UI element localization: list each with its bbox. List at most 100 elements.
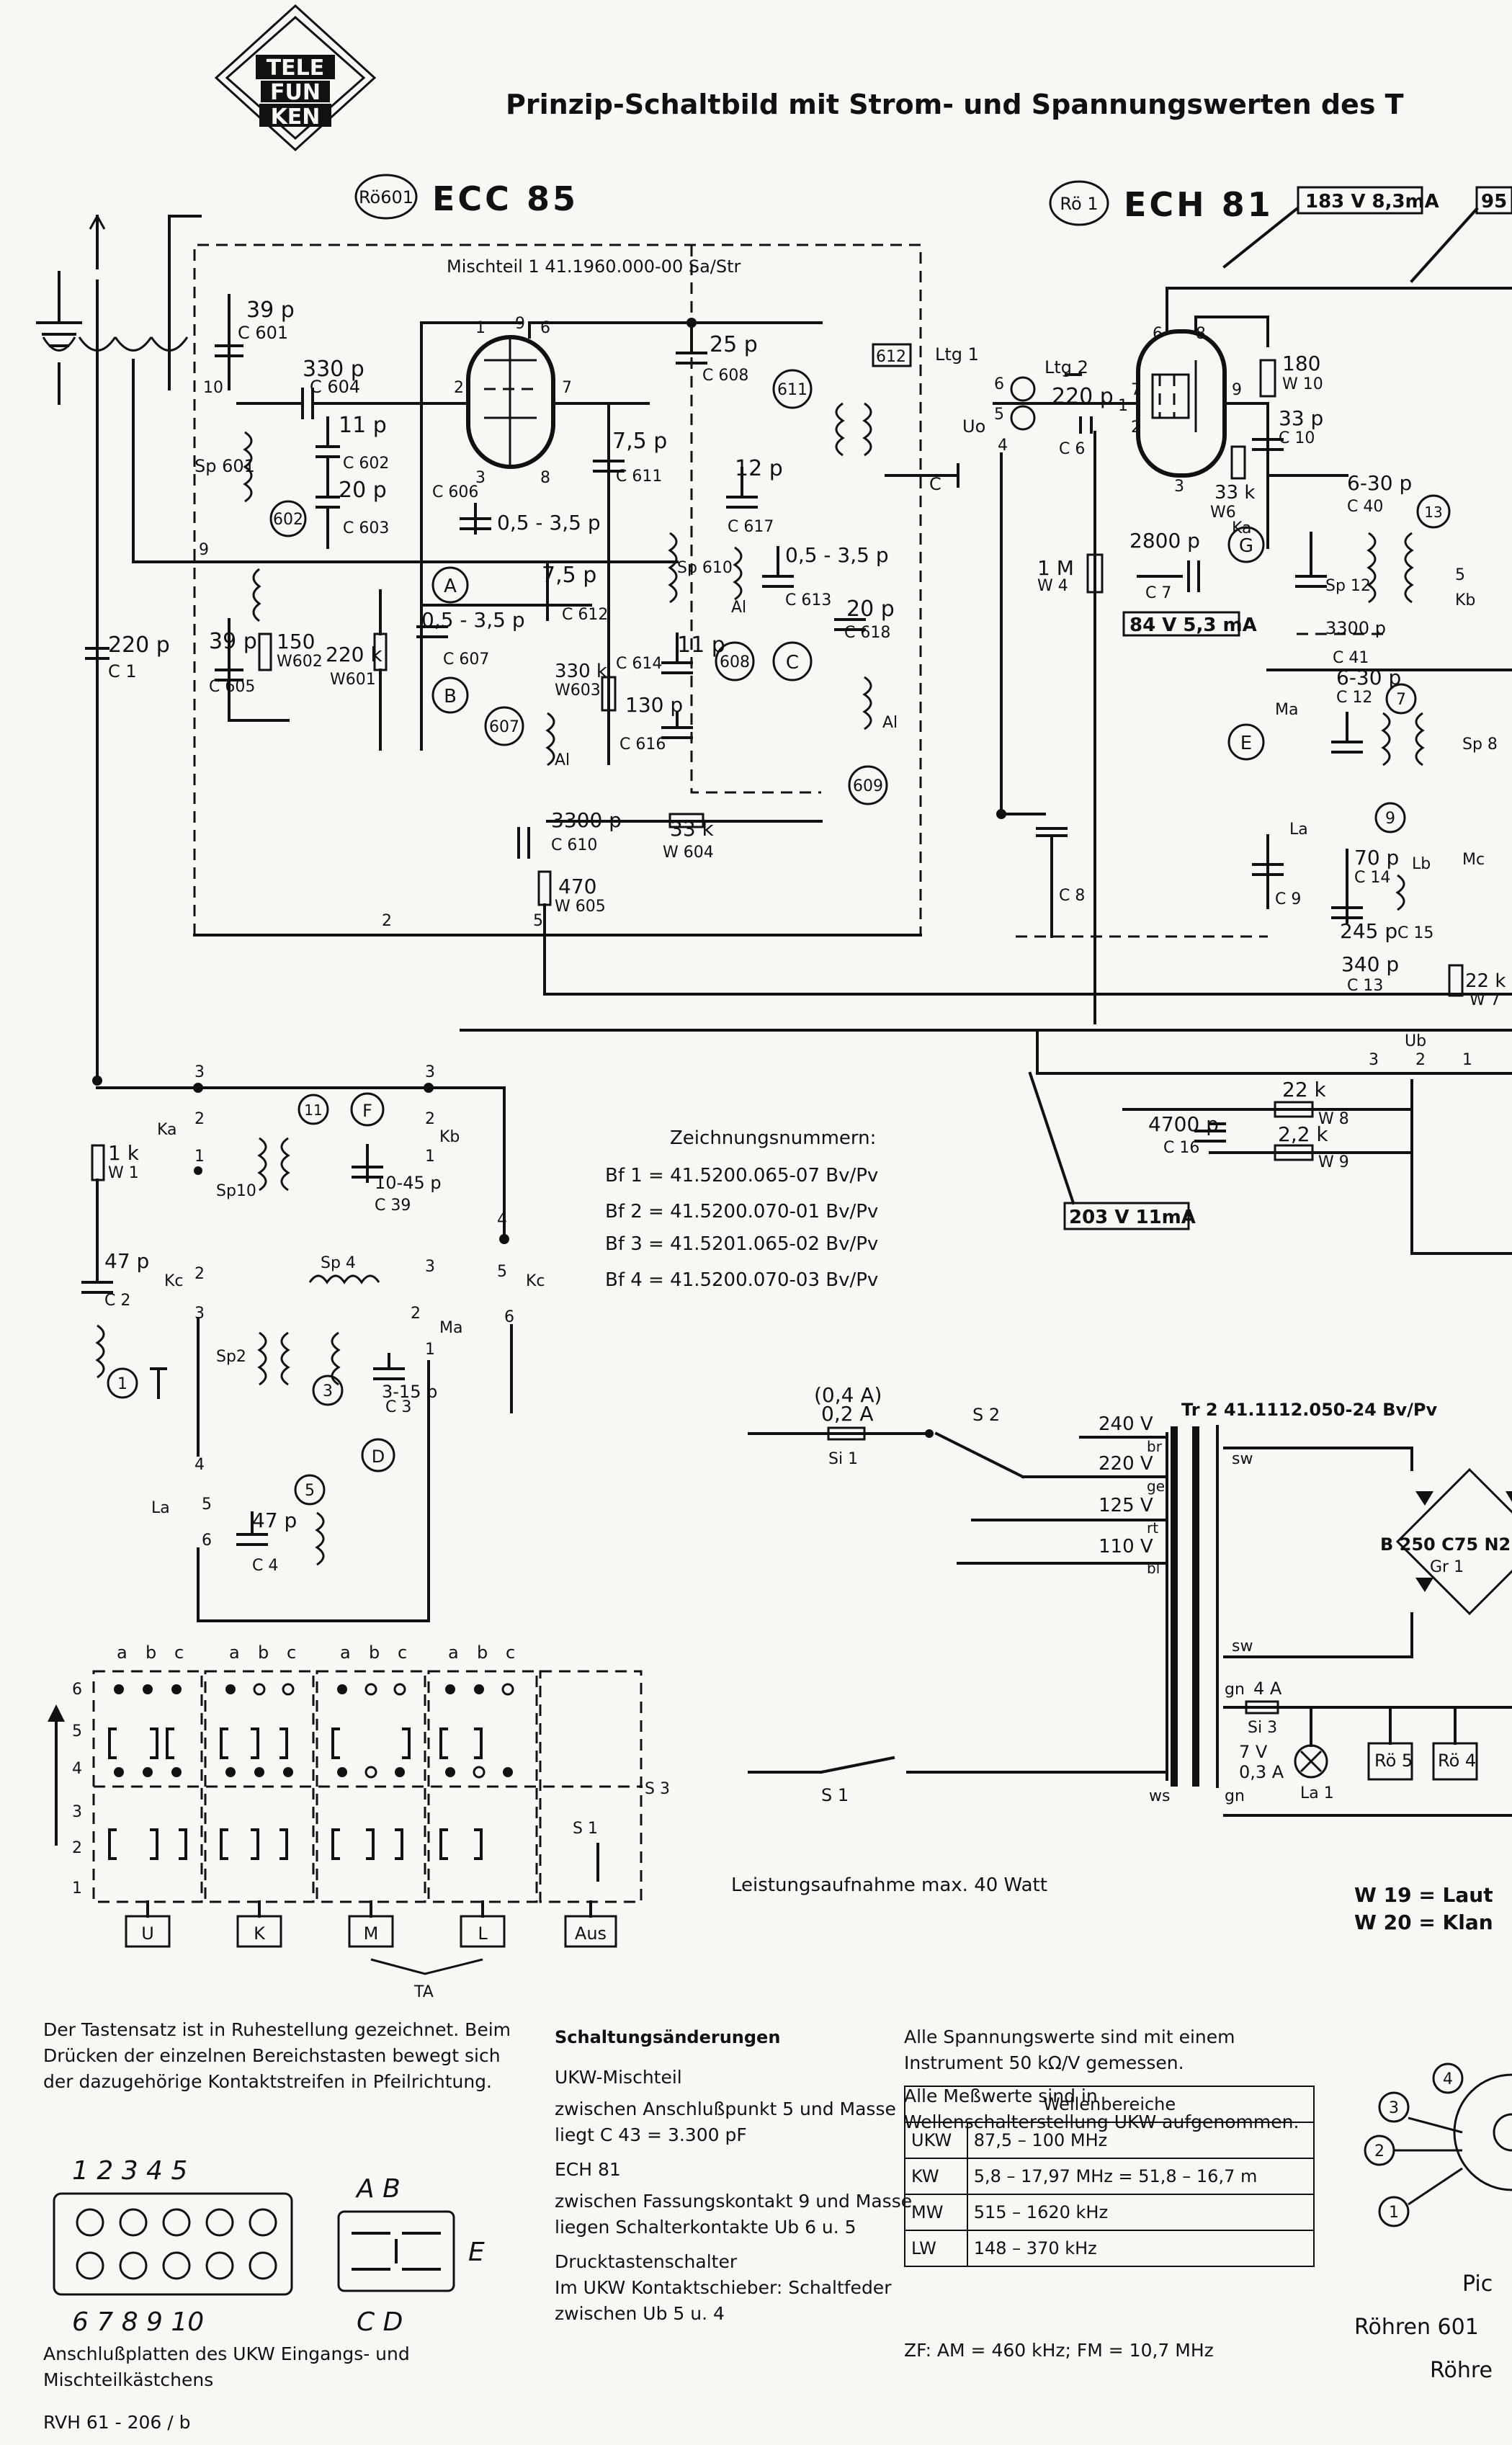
marker-609: 609 <box>853 777 883 795</box>
tube-ro601-type: ECC 85 <box>432 179 578 218</box>
sp610-label: Sp 610 <box>677 559 733 577</box>
doc-reference: RVH 61 - 206 / b <box>43 2412 191 2433</box>
la-label-1: La <box>1289 821 1308 839</box>
w9-name: W 9 <box>1318 1153 1349 1171</box>
button-k[interactable] <box>236 1915 282 1948</box>
c607-value: 0,5 - 3,5 p <box>421 608 525 632</box>
svg-text:7: 7 <box>1131 381 1141 399</box>
button-k-label: K <box>254 1923 266 1944</box>
c612-name: C 612 <box>562 606 608 624</box>
svg-text:9: 9 <box>1232 381 1242 399</box>
note-plate-caption: Anschlußplatten des UKW Eingangs- und Mi… <box>43 2341 418 2393</box>
c618-value: 20 p <box>846 596 895 622</box>
marker-d: D <box>372 1447 385 1467</box>
svg-text:5: 5 <box>497 1263 507 1281</box>
drawing-numbers-heading: Zeichnungsnummern: <box>670 1127 876 1149</box>
al-label-2: Al <box>731 599 746 617</box>
pin-10: 10 <box>203 379 223 397</box>
col-b-2: b <box>258 1642 269 1663</box>
drawing-number-1: Bf 1 = 41.5200.065-07 Bv/Pv <box>605 1165 878 1186</box>
measure-203v: 203 V 11mA <box>1069 1207 1196 1228</box>
kb-label-1: Kb <box>1455 591 1475 609</box>
svg-text:1: 1 <box>425 1148 435 1166</box>
c611-name: C 611 <box>616 468 662 486</box>
c612-value: 7,5 p <box>542 563 596 588</box>
c12-value: 6-30 p <box>1336 666 1401 689</box>
marker-g: G <box>1239 535 1253 557</box>
tap-color-ge: ge <box>1147 1478 1165 1495</box>
svg-text:2: 2 <box>425 1110 435 1128</box>
marker-pico-1: 1 <box>1389 2204 1399 2222</box>
w603-name: W603 <box>555 681 601 699</box>
measure-183v: 183 V 8,3mA <box>1305 191 1439 213</box>
measure-84v: 84 V 5,3 mA <box>1129 614 1257 636</box>
note-tastensatz: Der Tastensatz ist in Ruhestellung gezei… <box>43 2017 519 2095</box>
gn-label-2: gn <box>1225 1787 1245 1805</box>
svg-text:3: 3 <box>475 469 486 487</box>
w9-value: 2,2 k <box>1278 1122 1328 1146</box>
svg-text:8: 8 <box>1196 325 1206 343</box>
band-range: 87,5 – 100 MHz <box>966 2122 1315 2159</box>
button-aus[interactable] <box>564 1915 617 1948</box>
c605-name: C 605 <box>209 678 255 696</box>
ka-label-1: Ka <box>1232 519 1252 537</box>
c1-value: 220 p <box>108 633 170 658</box>
mc-label: Mc <box>1462 851 1485 869</box>
col-a-1: a <box>117 1642 128 1663</box>
c14-name: C 14 <box>1354 869 1390 887</box>
c10-name: C 10 <box>1279 429 1315 447</box>
c16-value: 4700 p <box>1148 1112 1219 1136</box>
w6-value: 33 k <box>1214 482 1255 504</box>
marker-pico-3: 3 <box>1389 2099 1399 2117</box>
c4-name: C 4 <box>252 1557 278 1575</box>
col-b-1: b <box>146 1642 156 1663</box>
band-name: UKW <box>904 2122 968 2159</box>
ma-label-2: Ma <box>439 1319 462 1337</box>
button-l[interactable] <box>460 1915 506 1948</box>
tube-ro1-label: Rö 1 <box>1060 194 1098 214</box>
band-range: 5,8 – 17,97 MHz = 51,8 – 16,7 m <box>966 2158 1315 2195</box>
fuse3-name: Si 3 <box>1248 1719 1277 1737</box>
marker-7: 7 <box>1396 691 1406 709</box>
c4-value: 47 p <box>252 1508 297 1532</box>
marker-5: 5 <box>305 1482 315 1500</box>
w19-label: W 19 = Laut <box>1354 1883 1493 1907</box>
c13-value: 340 p <box>1341 952 1399 976</box>
fuse-value-1: (0,4 A) <box>814 1383 882 1407</box>
c10-value: 33 p <box>1279 406 1323 430</box>
c604-name: C 604 <box>310 377 360 397</box>
c12-name: C 12 <box>1336 689 1372 707</box>
col-c-3: c <box>398 1642 407 1663</box>
w20-label: W 20 = Klan <box>1354 1910 1493 1934</box>
w4-value: 1 M <box>1037 556 1074 580</box>
svg-text:5: 5 <box>1455 566 1465 584</box>
button-m[interactable] <box>348 1915 394 1948</box>
band-range: 515 – 1620 kHz <box>966 2194 1315 2231</box>
row-2: 2 <box>72 1839 82 1857</box>
fuse-name: Si 1 <box>828 1450 858 1468</box>
w601-value: 220 k <box>326 643 383 666</box>
c7-name: C 7 <box>1145 584 1171 602</box>
sp12-label: Sp 12 <box>1325 577 1371 595</box>
tube-ro5: Rö 5 <box>1374 1751 1413 1771</box>
c602-value: 11 p <box>339 413 387 438</box>
c2-name: C 2 <box>104 1292 130 1310</box>
button-aus-label: Aus <box>575 1923 607 1944</box>
c1-name: C 1 <box>108 661 137 681</box>
row-4: 4 <box>72 1760 82 1778</box>
svg-text:2: 2 <box>194 1110 205 1128</box>
c16-name: C 16 <box>1163 1139 1199 1157</box>
w603-value: 330 k <box>555 661 607 682</box>
kc-label-2: Kc <box>526 1272 545 1290</box>
button-u[interactable] <box>125 1915 171 1948</box>
c15-value: 245 p <box>1340 919 1397 943</box>
marker-a: A <box>444 576 457 597</box>
c39-value: 10-45 p <box>375 1173 442 1193</box>
c40-value: 6-30 p <box>1347 471 1412 495</box>
pin-5: 5 <box>533 912 543 930</box>
switch-buttons <box>146 1900 592 1918</box>
sp10-label: Sp10 <box>216 1182 256 1200</box>
col-c-4: c <box>506 1642 515 1663</box>
measure-95: 95 <box>1481 191 1507 213</box>
